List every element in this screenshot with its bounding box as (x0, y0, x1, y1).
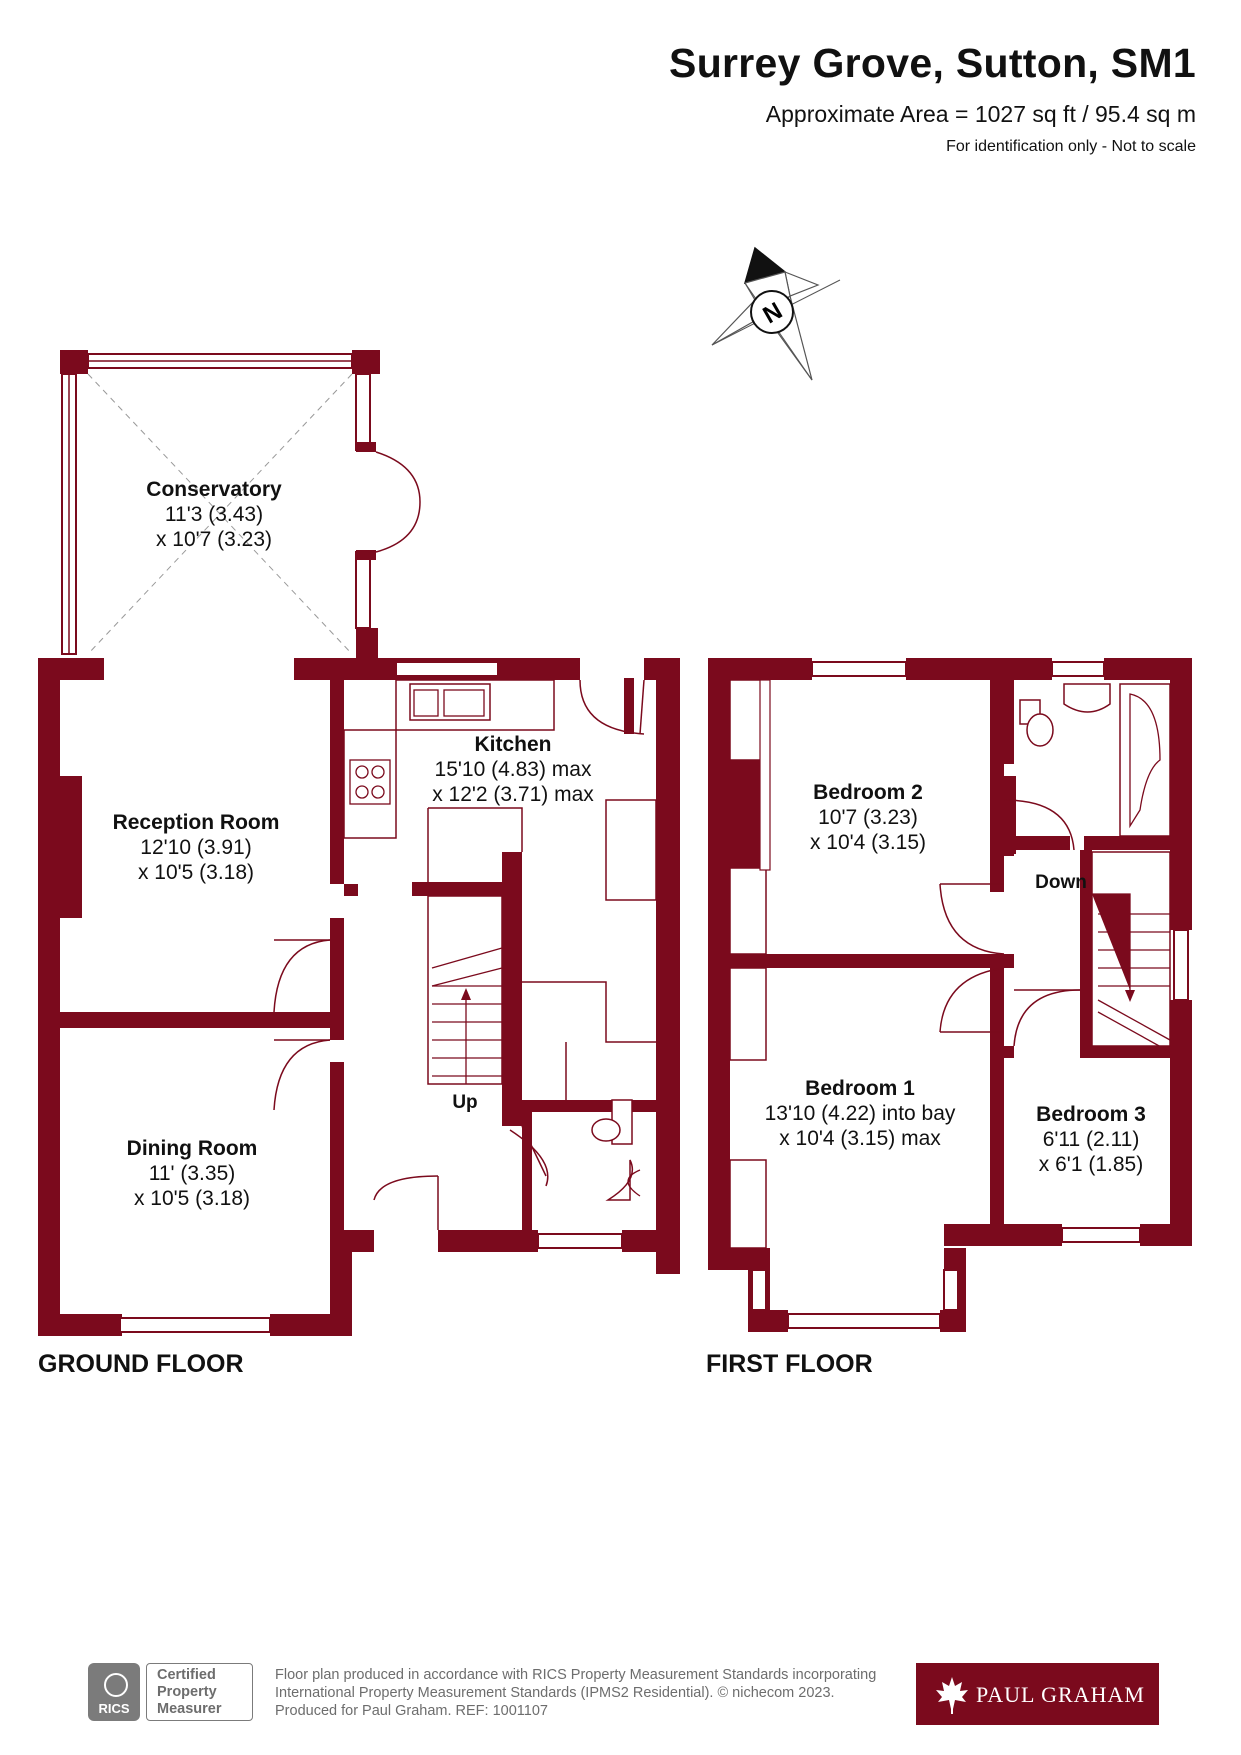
scale-note: For identification only - Not to scale (946, 138, 1196, 155)
first-floor-walls (708, 658, 1192, 1332)
room-name: Bedroom 1 (805, 1077, 915, 1100)
room-name: Conservatory (146, 478, 282, 501)
room-dimension: x 10'7 (3.23) (155, 528, 273, 551)
room-dimension: x 10'4 (3.15) (809, 831, 927, 854)
room-dimension: 11'3 (3.43) (164, 503, 264, 526)
rics-logo: RICS (88, 1663, 140, 1721)
footer-line: Produced for Paul Graham. REF: 1001107 (275, 1703, 548, 1719)
rics-certified-badge: RICS Certified Property Measurer (88, 1663, 263, 1721)
room-dimension: 12'10 (3.91) (140, 836, 252, 859)
room-bedroom-1: Bedroom 1 13'10 (4.22) into bay x 10'4 (… (765, 1076, 956, 1151)
room-dimension: 11' (3.35) (148, 1162, 236, 1185)
area-summary: Approximate Area = 1027 sq ft / 95.4 sq … (765, 101, 1196, 127)
room-kitchen: Kitchen 15'10 (4.83) max x 12'2 (3.71) m… (432, 732, 594, 807)
room-dimension: x 12'2 (3.71) max (432, 783, 594, 806)
room-dining: Dining Room 11' (3.35) x 10'5 (3.18) (127, 1136, 258, 1211)
plan-title: Surrey Grove, Sutton, SM1 (669, 40, 1196, 86)
cert-line: Certified (157, 1667, 216, 1683)
cert-line: Property (157, 1684, 217, 1700)
stairs-label: Down (1035, 872, 1087, 893)
room-reception: Reception Room 12'10 (3.91) x 10'5 (3.18… (113, 810, 280, 885)
room-dimension: 6'11 (2.11) (1042, 1128, 1140, 1151)
room-bedroom-3: Bedroom 3 6'11 (2.11) x 6'1 (1.85) (1036, 1102, 1146, 1177)
footer-disclaimer: Floor plan produced in accordance with R… (275, 1666, 915, 1720)
room-dimension: 13'10 (4.22) into bay (764, 1102, 956, 1125)
room-dimension: 10'7 (3.23) (818, 806, 918, 829)
maple-leaf-icon (936, 1677, 968, 1714)
room-name: Bedroom 3 (1036, 1103, 1146, 1126)
room-bedroom-2: Bedroom 2 10'7 (3.23) x 10'4 (3.15) (810, 780, 926, 855)
cert-line: Measurer (157, 1701, 222, 1717)
certified-measurer-box: Certified Property Measurer (146, 1663, 253, 1721)
room-dimension: 15'10 (4.83) max (434, 758, 592, 781)
rics-lion-icon (104, 1673, 128, 1697)
first-floor-label: FIRST FLOOR (706, 1350, 873, 1378)
room-dimension: x 10'5 (3.18) (133, 1187, 251, 1210)
ground-floor-walls (38, 350, 680, 1336)
room-name: Reception Room (112, 811, 280, 834)
room-name: Bedroom 2 (813, 781, 923, 804)
ground-door-swings (273, 451, 645, 1230)
compass-icon: N (711, 246, 841, 381)
stairs-down-label: Down (1035, 870, 1087, 895)
ground-floor-label: GROUND FLOOR (38, 1350, 244, 1378)
room-dimension: x 6'1 (1.85) (1038, 1153, 1144, 1176)
footer-line: International Property Measurement Stand… (275, 1685, 835, 1701)
room-dimension: x 10'5 (3.18) (137, 861, 255, 884)
agent-logo: PAUL GRAHAM (916, 1663, 1159, 1725)
room-name: Dining Room (126, 1137, 258, 1160)
stairs-label: Up (452, 1092, 478, 1113)
rics-label: RICS (98, 1701, 130, 1716)
room-dimension: x 10'4 (3.15) max (779, 1127, 941, 1150)
first-door-swings (939, 799, 1081, 1047)
room-conservatory: Conservatory 11'3 (3.43) x 10'7 (3.23) (146, 477, 281, 552)
footer-line: Floor plan produced in accordance with R… (275, 1667, 877, 1683)
room-name: Kitchen (474, 733, 552, 756)
agent-name: PAUL GRAHAM (976, 1682, 1145, 1707)
stairs-up-label: Up (452, 1090, 477, 1115)
